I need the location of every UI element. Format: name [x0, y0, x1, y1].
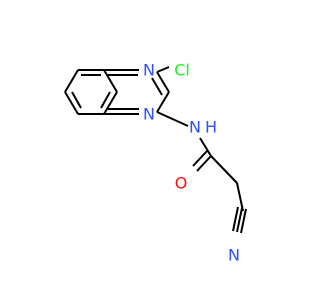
atom-label-oxygen: O — [175, 174, 188, 193]
atom-label-amide-h: H — [205, 118, 217, 137]
triple-bond-line-3 — [232, 206, 239, 232]
bond — [103, 69, 118, 93]
bond — [156, 91, 170, 113]
carbonyl-double-bond — [192, 150, 208, 167]
pyrazine-ring — [104, 69, 170, 115]
bond-to-nh — [156, 111, 189, 127]
bond-nh-carbonyl — [199, 137, 212, 157]
bond — [64, 91, 79, 115]
atom-label-n-top: N — [143, 61, 155, 80]
bond — [103, 91, 118, 115]
bond-to-ch2 — [210, 155, 238, 184]
atom-label-nitrile-n: N — [228, 246, 240, 265]
double-bond-inner — [71, 91, 82, 109]
triple-bond-line-1 — [236, 207, 243, 233]
double-bond-inner — [151, 77, 163, 96]
bond-to-nitrile-carbon — [236, 182, 244, 212]
atom-label-amide-n: N — [189, 118, 201, 137]
carbonyl-bond — [196, 155, 212, 172]
structure-canvas: N Cl N N H O N — [64, 61, 247, 265]
bond-to-chlorine — [156, 66, 170, 73]
bond — [156, 71, 170, 93]
molecule-structure: N Cl N N H O N — [64, 61, 247, 265]
triple-bond-line-2 — [240, 208, 247, 234]
benzene-ring — [64, 69, 118, 115]
atom-label-chlorine: Cl — [174, 61, 190, 80]
atom-label-n-bottom: N — [143, 105, 155, 124]
double-bond-inner — [100, 91, 111, 109]
bond — [64, 69, 79, 93]
